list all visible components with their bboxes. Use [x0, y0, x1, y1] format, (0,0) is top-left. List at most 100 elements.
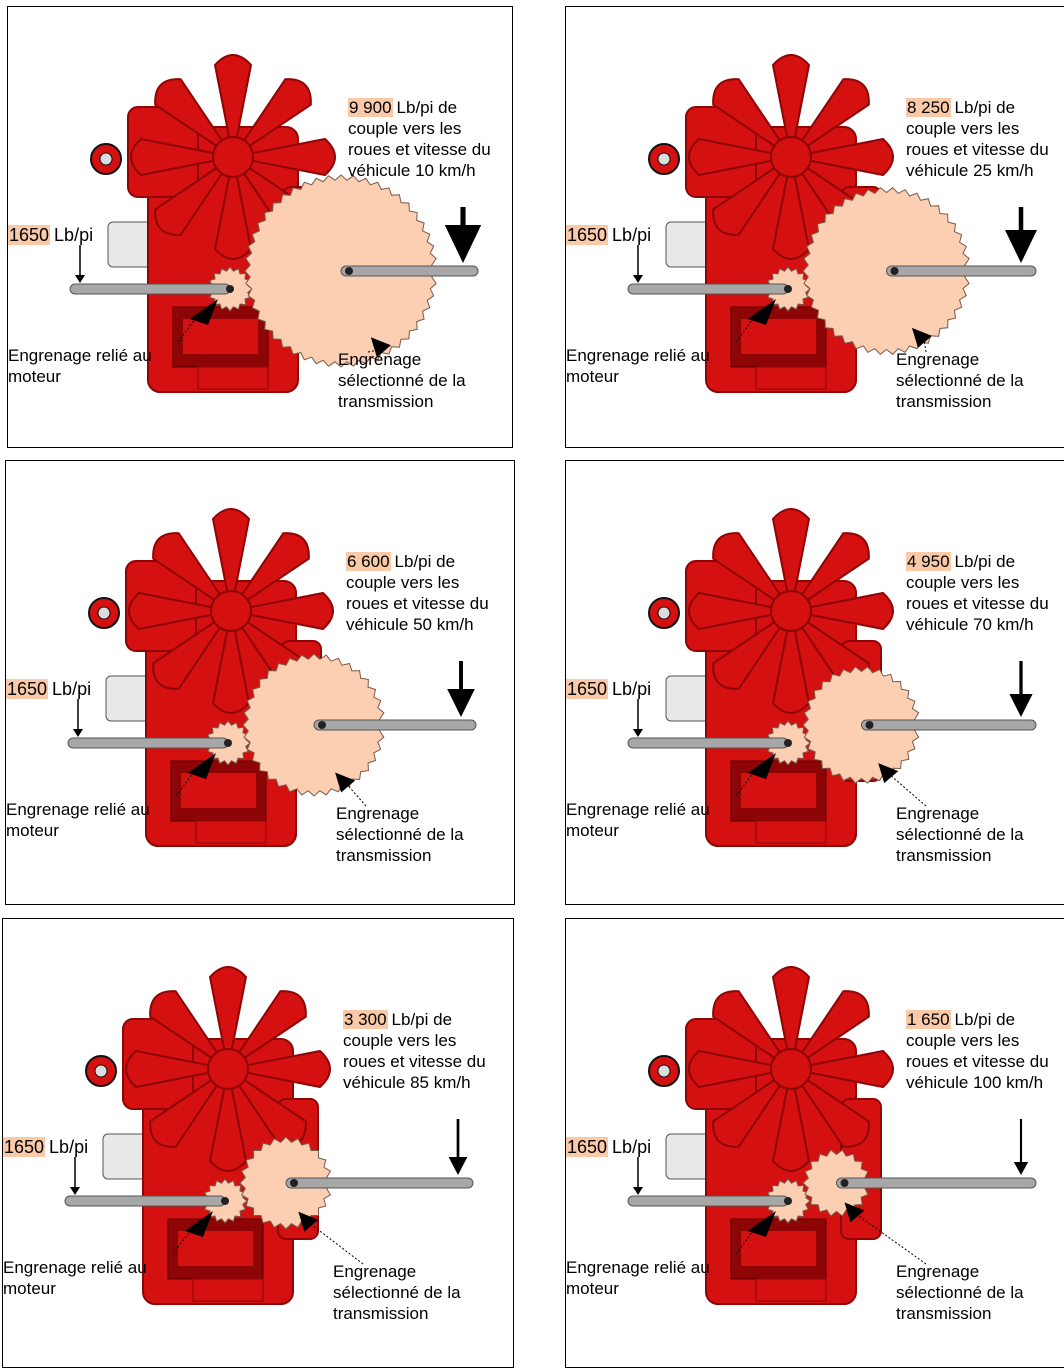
input-shaft — [65, 1196, 225, 1206]
engine-gear-label: Engrenage relié au moteur — [3, 1257, 147, 1299]
input-shaft-end — [226, 285, 234, 293]
alternator-hub — [100, 153, 112, 165]
transmission-gear-label-line3: transmission — [896, 845, 1024, 866]
input-torque-value: 1650 — [3, 1137, 45, 1157]
transmission-gear-label-line3: transmission — [336, 845, 464, 866]
output-line2: couple vers les — [906, 118, 1049, 139]
output-torque-value: 3 300 — [343, 1010, 388, 1029]
output-line3: roues et vitesse du — [906, 139, 1049, 160]
transmission-gear-label: Engrenage sélectionné de la transmission — [896, 349, 1024, 412]
output-torque-label: 3 300Lb/pi de couple vers les roues et v… — [343, 1009, 486, 1093]
input-shaft-end — [221, 1197, 229, 1205]
transmission-gear-label-line1: Engrenage — [333, 1261, 461, 1282]
input-torque-value: 1650 — [8, 225, 50, 245]
output-torque-unit: Lb/pi de — [392, 1010, 453, 1029]
fan-hub — [771, 1049, 811, 1089]
output-speed: véhicule 10 km/h — [348, 160, 491, 181]
fan-hub — [211, 591, 251, 631]
output-line3: roues et vitesse du — [346, 593, 489, 614]
transmission-gear-label-line1: Engrenage — [896, 349, 1024, 370]
input-torque-label: 1650Lb/pi — [6, 679, 91, 700]
transmission-gear-label-line3: transmission — [338, 391, 466, 412]
input-arrow-head — [75, 275, 85, 283]
output-torque-unit: Lb/pi de — [955, 552, 1016, 571]
oil-pan-inner — [741, 319, 816, 354]
oil-pan-inner — [178, 1231, 253, 1266]
output-arrow-head — [445, 225, 481, 263]
oil-pan-inner — [741, 773, 816, 808]
output-line2: couple vers les — [346, 572, 489, 593]
output-torque-label: 9 900Lb/pi de couple vers les roues et v… — [348, 97, 491, 181]
output-line2: couple vers les — [906, 572, 1049, 593]
transmission-gear-label-line1: Engrenage — [338, 349, 466, 370]
engine-base — [756, 1279, 826, 1301]
input-shaft — [70, 284, 230, 294]
transmission-gear-label-line1: Engrenage — [336, 803, 464, 824]
input-shaft — [628, 1196, 788, 1206]
input-torque-label: 1650Lb/pi — [566, 679, 651, 700]
input-arrow-head — [633, 1187, 643, 1195]
output-torque-unit: Lb/pi de — [955, 1010, 1016, 1029]
input-shaft-end — [224, 739, 232, 747]
output-line3: roues et vitesse du — [343, 1051, 486, 1072]
output-shaft-end — [841, 1179, 849, 1187]
output-shaft — [341, 266, 478, 276]
output-speed: véhicule 100 km/h — [906, 1072, 1049, 1093]
input-shaft-end — [784, 1197, 792, 1205]
gear-ratio-panel-2: 1650Lb/pi Engrenage relié au moteur Engr… — [565, 6, 1064, 448]
transmission-gear-pointer — [890, 775, 926, 806]
input-torque-unit: Lb/pi — [54, 225, 93, 245]
engine-gear-label-line2: moteur — [3, 1278, 147, 1299]
output-line3: roues et vitesse du — [906, 1051, 1049, 1072]
engine-gear-label: Engrenage relié au moteur — [566, 345, 710, 387]
input-shaft-end — [784, 285, 792, 293]
input-torque-label: 1650Lb/pi — [3, 1137, 88, 1158]
engine-gear-label-line1: Engrenage relié au — [6, 799, 150, 820]
output-torque-value: 1 650 — [906, 1010, 951, 1029]
output-line2: couple vers les — [906, 1030, 1049, 1051]
fan-hub — [213, 137, 253, 177]
engine-base — [193, 1279, 263, 1301]
output-speed: véhicule 70 km/h — [906, 614, 1049, 635]
input-torque-unit: Lb/pi — [612, 1137, 651, 1157]
output-shaft — [314, 720, 476, 730]
input-arrow-head — [73, 729, 83, 737]
transmission-gear-label-line2: sélectionné de la — [896, 370, 1024, 391]
input-arrow-head — [633, 729, 643, 737]
engine-gear-label-line2: moteur — [566, 1278, 710, 1299]
engine-gear-label-line1: Engrenage relié au — [566, 345, 710, 366]
input-shaft — [628, 284, 788, 294]
transmission-gear-label-line1: Engrenage — [896, 803, 1024, 824]
output-speed: véhicule 25 km/h — [906, 160, 1049, 181]
output-shaft-end — [891, 267, 899, 275]
engine-gear-label-line1: Engrenage relié au — [566, 799, 710, 820]
engine-base — [756, 367, 826, 389]
input-torque-value: 1650 — [566, 679, 608, 699]
input-torque-value: 1650 — [566, 1137, 608, 1157]
output-torque-value: 4 950 — [906, 552, 951, 571]
output-speed: véhicule 85 km/h — [343, 1072, 486, 1093]
transmission-gear-label: Engrenage sélectionné de la transmission — [896, 1261, 1024, 1324]
transmission-gear-label-line2: sélectionné de la — [336, 824, 464, 845]
output-arrow-head — [449, 1157, 468, 1175]
fan-hub — [771, 137, 811, 177]
engine-gear-label-line2: moteur — [8, 366, 152, 387]
transmission-gear-label-line2: sélectionné de la — [333, 1282, 461, 1303]
transmission-gear-label-line2: sélectionné de la — [896, 824, 1024, 845]
engine-gear-label-line1: Engrenage relié au — [566, 1257, 710, 1278]
input-shaft-end — [784, 739, 792, 747]
transmission-gear-label-line3: transmission — [896, 391, 1024, 412]
output-shaft — [286, 1178, 473, 1188]
engine-gear-label-line2: moteur — [6, 820, 150, 841]
fan-hub — [208, 1049, 248, 1089]
engine-base — [196, 821, 266, 843]
output-arrow-head — [1005, 230, 1037, 263]
engine-base — [198, 367, 268, 389]
input-torque-value: 1650 — [6, 679, 48, 699]
output-torque-unit: Lb/pi de — [395, 552, 456, 571]
